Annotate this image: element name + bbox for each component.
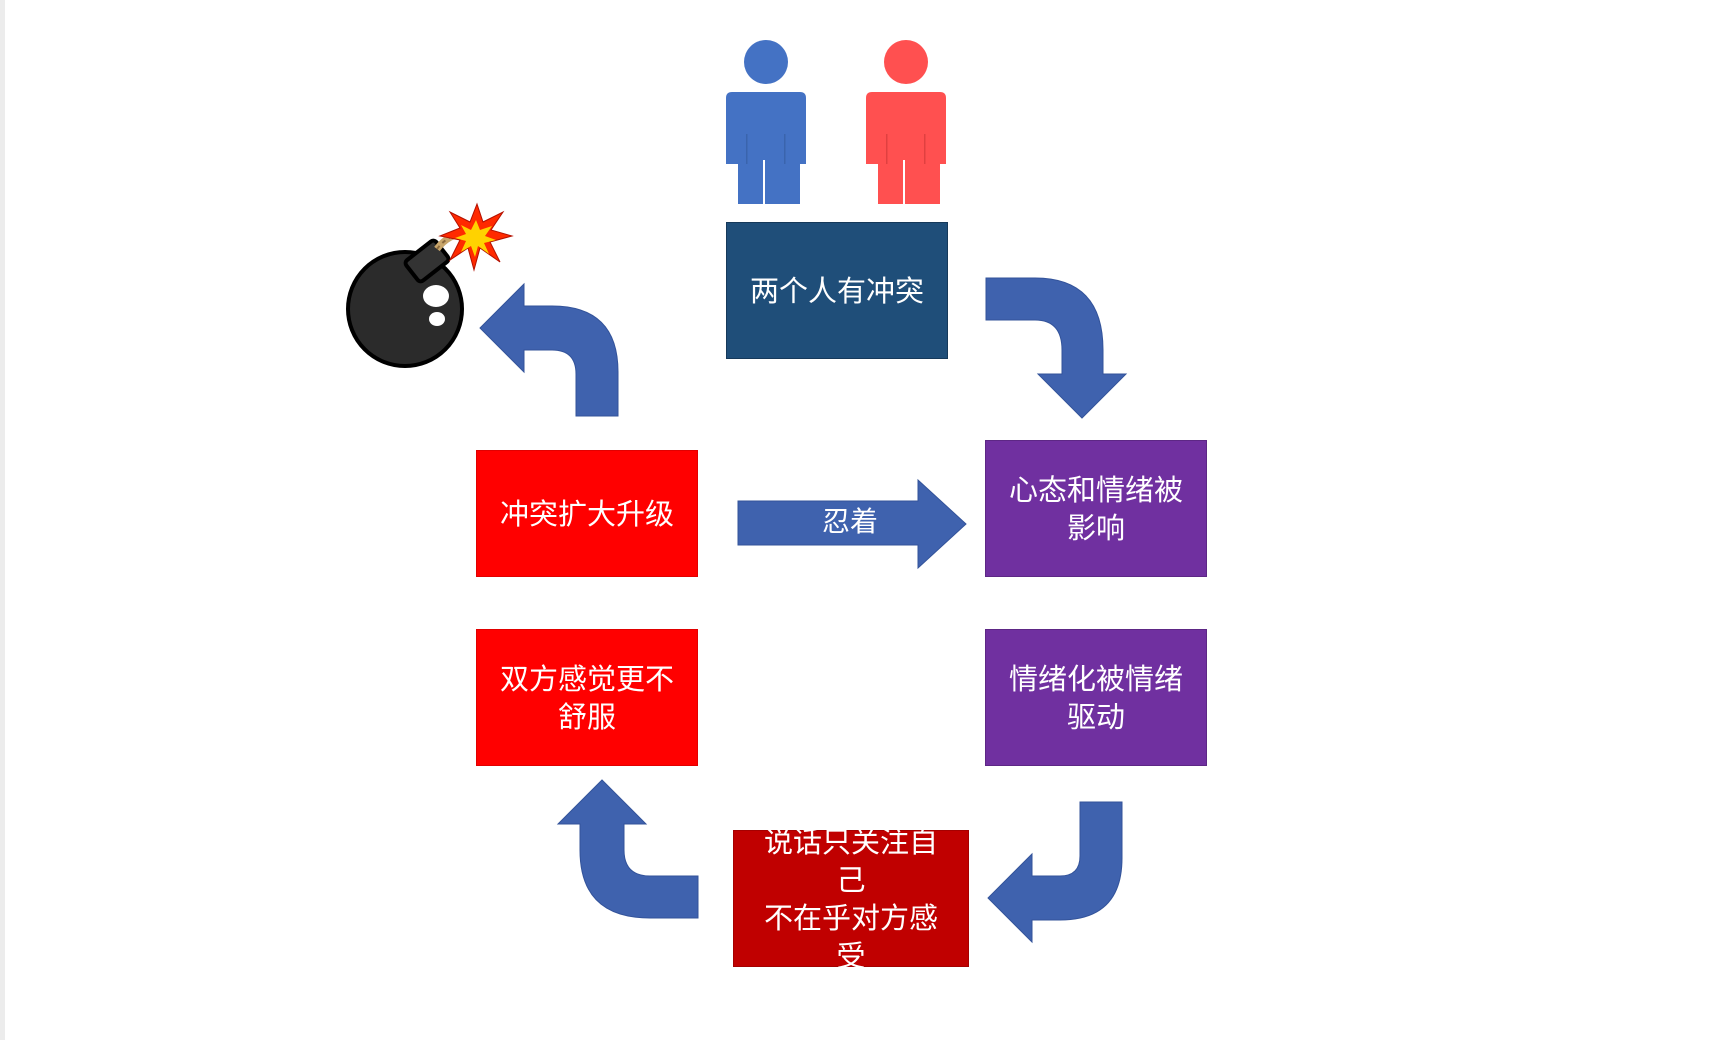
bomb-icon	[346, 202, 514, 368]
node-emotional-driven: 情绪化被情绪 驱动	[985, 629, 1207, 766]
arrow-endure-label: 忍着	[821, 505, 878, 538]
node-conflict-text: 两个人有冲突	[749, 273, 924, 308]
node-discomfort: 双方感觉更不 舒服	[476, 629, 698, 766]
left-border	[0, 0, 5, 1040]
node-discomfort-line2: 舒服	[557, 699, 616, 734]
node-mindset-line2: 影响	[1066, 510, 1125, 545]
node-self-centered-line2: 不在乎对方感受	[763, 900, 938, 973]
node-conflict: 两个人有冲突	[726, 222, 948, 359]
node-escalation-text: 冲突扩大升级	[499, 496, 674, 531]
node-mindset-line1: 心态和情绪被	[1008, 472, 1183, 507]
arrow-emotional-to-self-centered	[987, 801, 1123, 944]
arrow-endure	[737, 478, 967, 570]
node-emotional-line1: 情绪化被情绪	[1008, 661, 1183, 696]
arrow-escalation-to-bomb	[479, 282, 619, 417]
person-red-icon	[866, 40, 946, 205]
node-emotional-line2: 驱动	[1066, 699, 1125, 734]
arrow-conflict-to-mindset	[985, 277, 1128, 419]
node-self-centered-line1: 说话只关注自己	[763, 824, 938, 897]
node-escalation: 冲突扩大升级	[476, 450, 698, 577]
node-mindset-affected: 心态和情绪被 影响	[985, 440, 1207, 577]
node-discomfort-line1: 双方感觉更不	[499, 661, 674, 696]
node-self-centered: 说话只关注自己 不在乎对方感受	[733, 825, 969, 973]
person-blue-icon	[726, 40, 806, 205]
arrow-self-centered-to-discomfort	[556, 779, 699, 919]
